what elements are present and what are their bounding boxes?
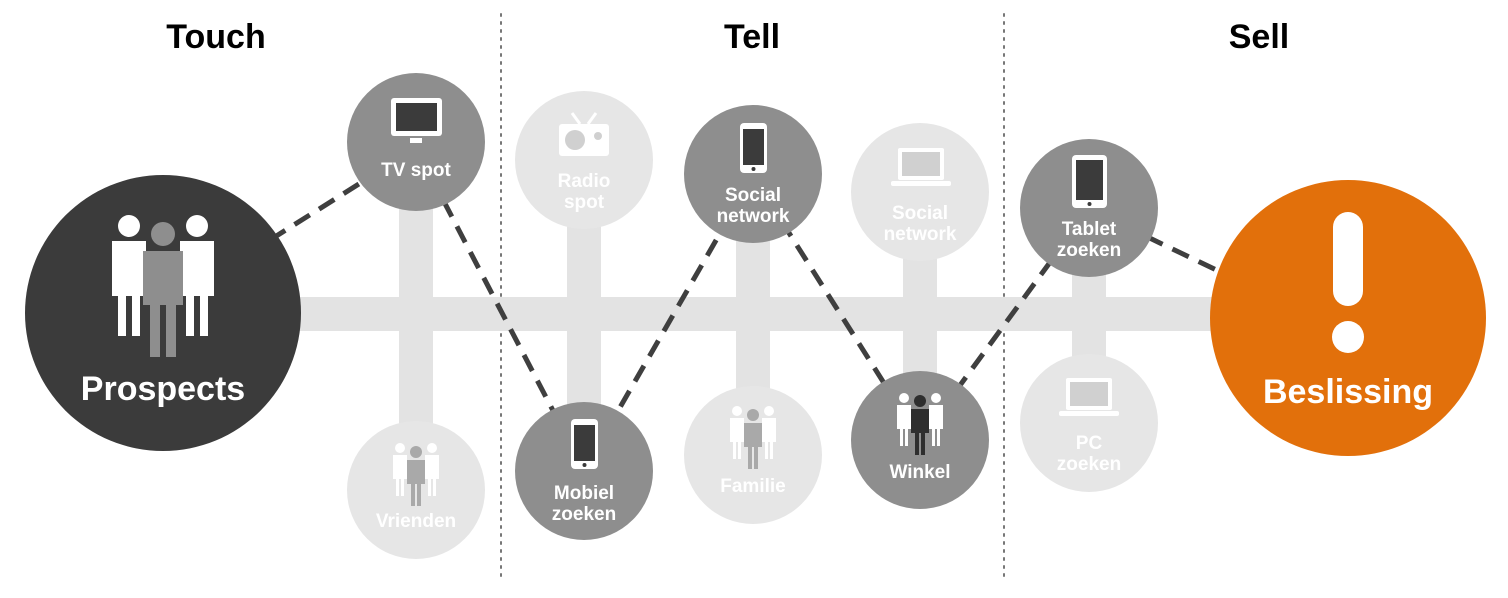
people-icon	[897, 393, 943, 455]
node-vrienden: Vrienden	[347, 421, 485, 559]
exclamation-icon	[1332, 212, 1364, 353]
tv-icon	[391, 98, 442, 143]
node-social-network-active-label-1: Social	[725, 185, 781, 206]
laptop-icon	[891, 148, 951, 186]
node-mobiel-zoeken: Mobiel zoeken	[515, 402, 653, 540]
node-social-network-active-label-2: network	[717, 206, 790, 227]
phase-title-touch: Touch	[166, 18, 265, 56]
smartphone-icon	[571, 419, 598, 469]
laptop-icon	[1059, 378, 1119, 416]
prospects-label: Prospects	[81, 370, 245, 408]
node-social-network-faded-label-2: network	[884, 224, 957, 245]
node-vrienden-label: Vrienden	[376, 511, 456, 532]
node-tv-spot: TV spot	[347, 73, 485, 211]
node-winkel: Winkel	[851, 371, 989, 509]
node-winkel-label: Winkel	[889, 462, 950, 483]
node-tablet-zoeken: Tablet zoeken	[1020, 139, 1158, 277]
people-icon	[393, 443, 439, 506]
radio-icon	[559, 112, 609, 156]
phase-title-tell: Tell	[724, 18, 780, 56]
people-group-icon	[112, 215, 214, 357]
decision-label: Beslissing	[1263, 373, 1433, 411]
node-familie-label: Familie	[720, 476, 785, 497]
node-tablet-zoeken-label-1: Tablet	[1062, 219, 1117, 240]
node-radio-spot-label-1: Radio	[558, 171, 611, 192]
node-familie: Familie	[684, 386, 822, 524]
node-pc-zoeken-label-1: PC	[1076, 433, 1103, 454]
node-tablet-zoeken-label-2: zoeken	[1057, 240, 1121, 261]
decision-node: Beslissing	[1210, 180, 1486, 456]
node-social-network-faded-label-1: Social	[892, 203, 948, 224]
node-social-network-active: Social network	[684, 105, 822, 243]
node-mobiel-zoeken-label-2: zoeken	[552, 504, 616, 525]
node-pc-zoeken-label-2: zoeken	[1057, 454, 1121, 475]
node-tv-spot-label: TV spot	[381, 160, 451, 181]
node-radio-spot-label-2: spot	[564, 192, 605, 213]
phase-title-sell: Sell	[1229, 18, 1289, 56]
tablet-icon	[1072, 155, 1107, 208]
people-icon	[730, 406, 776, 469]
smartphone-icon	[740, 123, 767, 173]
node-radio-spot: Radio spot	[515, 91, 653, 229]
node-social-network-faded: Social network	[851, 123, 989, 261]
main-track	[200, 297, 1350, 331]
node-pc-zoeken: PC zoeken	[1020, 354, 1158, 492]
prospects-node: Prospects	[25, 175, 301, 451]
node-mobiel-zoeken-label-1: Mobiel	[554, 483, 614, 504]
